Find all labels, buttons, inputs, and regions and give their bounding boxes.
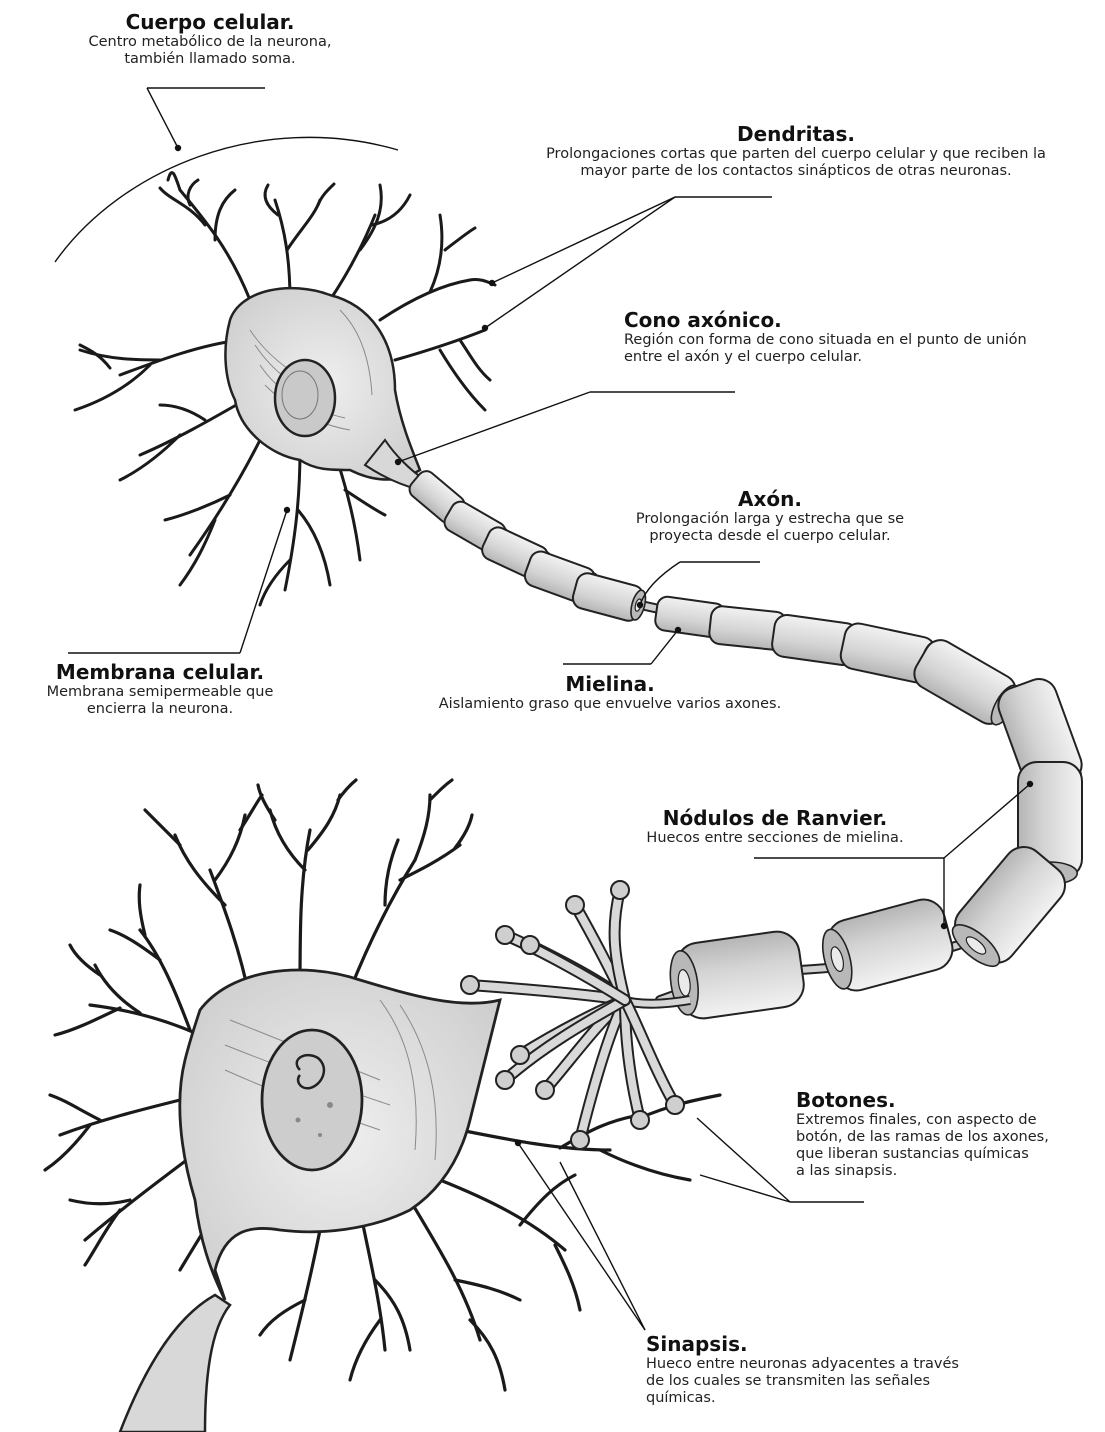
bouton [511, 1046, 529, 1064]
label-title: Mielina. [395, 672, 825, 696]
label-cono-axonico: Cono axónico. Región con forma de cono s… [624, 308, 1102, 366]
bouton [461, 976, 479, 994]
bouton [611, 881, 629, 899]
label-membrana-celular: Membrana celular. Membrana semipermeable… [10, 660, 310, 718]
label-dendritas: Dendritas. Prolongaciones cortas que par… [490, 122, 1102, 180]
label-title: Sinapsis. [646, 1332, 1046, 1356]
bottom-nucleus [262, 1030, 362, 1170]
bouton [666, 1096, 684, 1114]
bouton [566, 896, 584, 914]
label-description: Extremos finales, con aspecto de botón, … [796, 1112, 1101, 1180]
bouton [536, 1081, 554, 1099]
label-title: Dendritas. [490, 122, 1102, 146]
label-description: Hueco entre neuronas adyacentes a través… [646, 1356, 1046, 1407]
myelin-segment [666, 929, 807, 1023]
label-axon: Axón. Prolongación larga y estrecha que … [595, 487, 945, 545]
label-title: Cuerpo celular. [40, 10, 380, 34]
label-nodulos-ranvier: Nódulos de Ranvier. Huecos entre seccion… [600, 806, 950, 847]
label-title: Membrana celular. [10, 660, 310, 684]
bouton [521, 936, 539, 954]
label-description: Membrana semipermeable que encierra la n… [10, 684, 310, 718]
label-title: Botones. [796, 1088, 1101, 1112]
bouton [496, 926, 514, 944]
bottom-axon-stump [120, 1295, 230, 1432]
myelin-segment [816, 895, 958, 997]
label-description: Aislamiento graso que envuelve varios ax… [395, 696, 825, 713]
label-description: Región con forma de cono situada en el p… [624, 332, 1102, 366]
bouton [496, 1071, 514, 1089]
label-sinapsis: Sinapsis. Hueco entre neuronas adyacente… [646, 1332, 1046, 1407]
bouton [571, 1131, 589, 1149]
myelin-segment [570, 571, 648, 624]
label-mielina: Mielina. Aislamiento graso que envuelve … [395, 672, 825, 713]
label-botones: Botones. Extremos finales, con aspecto d… [796, 1088, 1101, 1180]
label-description: Huecos entre secciones de mielina. [600, 830, 950, 847]
label-title: Cono axónico. [624, 308, 1102, 332]
label-description: Prolongación larga y estrecha que se pro… [595, 511, 945, 545]
label-description: Prolongaciones cortas que parten del cue… [490, 146, 1102, 180]
label-cuerpo-celular: Cuerpo celular. Centro metabólico de la … [40, 10, 380, 68]
bouton [631, 1111, 649, 1129]
label-title: Axón. [595, 487, 945, 511]
label-title: Nódulos de Ranvier. [600, 806, 950, 830]
label-description: Centro metabólico de la neurona, también… [40, 34, 380, 68]
